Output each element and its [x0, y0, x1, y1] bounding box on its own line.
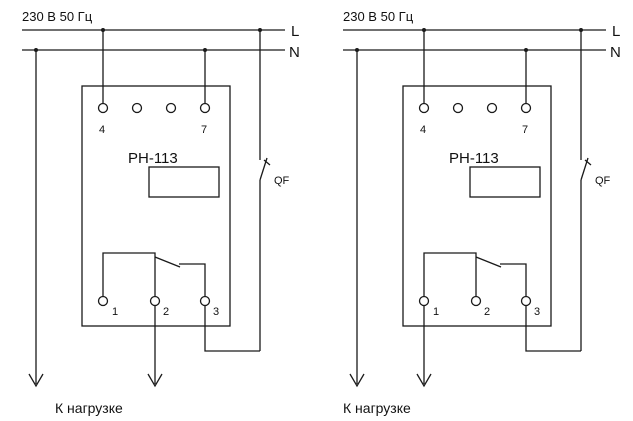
device-label: РН-113 — [128, 150, 178, 167]
terminal-7 — [199, 102, 211, 114]
terminal-4 — [418, 102, 430, 114]
terminal-3-label: 3 — [213, 306, 219, 318]
contact-wire-3 — [500, 263, 527, 297]
load-arrow-N — [349, 373, 365, 388]
terminal-7-label: 7 — [201, 124, 207, 136]
breaker-label: QF — [595, 175, 611, 187]
relay-device-box — [402, 85, 552, 327]
supply-label: 230 В 50 Гц — [22, 9, 93, 24]
terminal-1 — [97, 295, 109, 307]
terminal-2 — [149, 295, 161, 307]
supply-label: 230 В 50 Гц — [343, 9, 414, 24]
load-arrow-out — [147, 373, 163, 388]
terminal-5 — [131, 102, 143, 114]
terminal-1 — [418, 295, 430, 307]
load-label: К нагрузке — [343, 400, 411, 416]
terminal-2-label: 2 — [484, 306, 490, 318]
line-N-label: N — [289, 44, 300, 61]
terminal-3 — [199, 295, 211, 307]
terminal-2-label: 2 — [163, 306, 169, 318]
terminal-1-label: 1 — [433, 306, 439, 318]
contact-wire-3 — [179, 263, 206, 297]
load-arrow-out — [416, 373, 432, 388]
terminal-4-label: 4 — [99, 124, 105, 136]
contact-wire-1 — [102, 252, 156, 297]
terminal-5 — [452, 102, 464, 114]
load-label: К нагрузке — [55, 400, 123, 416]
device-label: РН-113 — [449, 150, 499, 167]
switch-arm — [475, 256, 502, 268]
terminal-7-label: 7 — [522, 124, 528, 136]
load-arrow-N — [28, 373, 44, 388]
display-window — [469, 166, 541, 198]
terminal-3-label: 3 — [534, 306, 540, 318]
switch-arm — [154, 256, 181, 268]
breaker-label: QF — [274, 175, 290, 187]
terminal-1-label: 1 — [112, 306, 118, 318]
display-window — [148, 166, 220, 198]
terminal-3-return — [525, 306, 581, 352]
line-L-label: L — [291, 23, 299, 40]
wiring-panel-right: 230 В 50 Гц L N 4 7 РН-113 1 2 3 — [343, 9, 621, 416]
terminal-4-label: 4 — [420, 124, 426, 136]
contact-wire-1 — [423, 252, 477, 297]
wiring-panel-left: 230 В 50 Гц L N 4 7 РН-113 — [22, 9, 300, 416]
terminal-2 — [470, 295, 482, 307]
terminal-6 — [486, 102, 498, 114]
terminal-7 — [520, 102, 532, 114]
terminal-3-return — [204, 306, 260, 352]
terminal-3 — [520, 295, 532, 307]
terminal-4 — [97, 102, 109, 114]
line-L-label: L — [612, 23, 620, 40]
relay-device-box — [81, 85, 231, 327]
line-N-label: N — [610, 44, 621, 61]
terminal-6 — [165, 102, 177, 114]
